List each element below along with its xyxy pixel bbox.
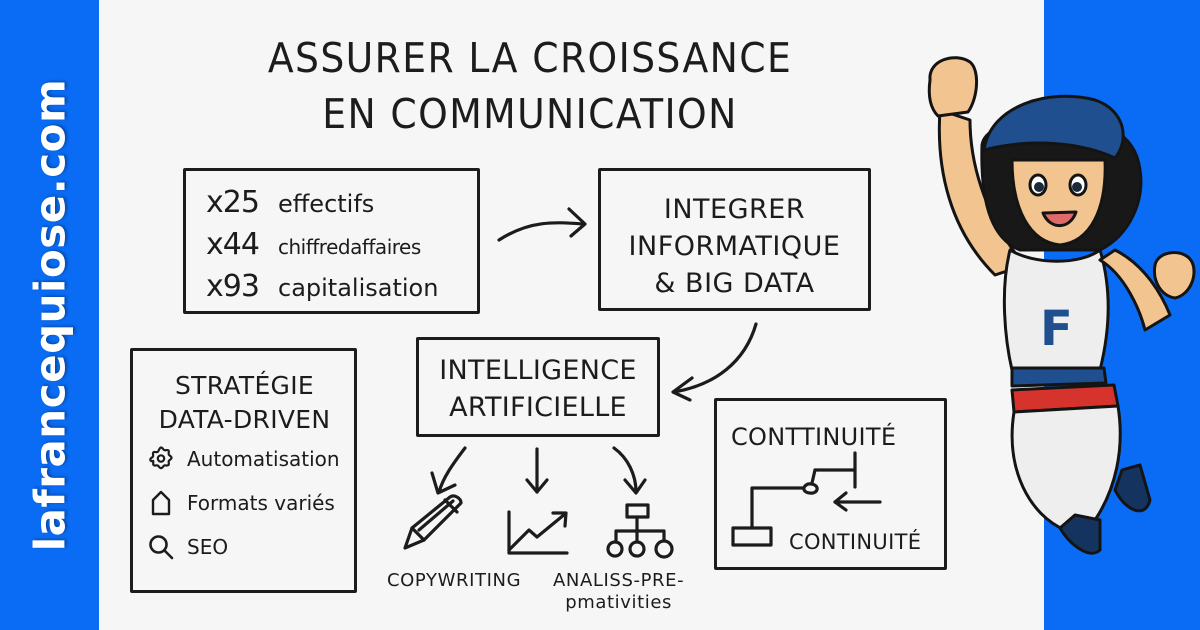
feature-label: Formats variés bbox=[187, 491, 335, 515]
analysis-label-line-2: pmativities bbox=[565, 592, 673, 613]
integrer-box: INTEGRER INFORMATIQUE & BIG DATA bbox=[598, 168, 871, 311]
gear-icon bbox=[149, 446, 173, 470]
page-title: ASSURER LA CROISSANCE EN COMMUNICATION bbox=[208, 30, 852, 142]
metric-label: effectifs bbox=[278, 190, 375, 218]
integrer-line-2: INFORMATIQUE bbox=[628, 231, 841, 262]
mascot-raised-fist bbox=[927, 56, 978, 118]
metric-effectifs: x25 effectifs bbox=[206, 185, 477, 227]
continuite-box: CONTTINUITÉ CONTINUITÉ bbox=[714, 398, 947, 570]
mascot-other-fist bbox=[1152, 251, 1196, 300]
strategie-box: STRATÉGIE DATA-DRIVEN Automatisation For… bbox=[130, 348, 357, 593]
continuite-title: CONTTINUITÉ bbox=[731, 423, 897, 451]
feature-seo: SEO bbox=[147, 525, 342, 569]
integrer-line-1: INTEGRER bbox=[663, 194, 806, 225]
mascot-boot-left bbox=[1058, 513, 1102, 555]
analysis-label: ANALISS-PRE- pmativities bbox=[553, 570, 684, 614]
feature-automatisation: Automatisation bbox=[147, 437, 342, 481]
strategie-heading-1: STRATÉGIE bbox=[175, 371, 314, 400]
metric-label: capitalisation bbox=[278, 274, 439, 302]
mascot-other-arm bbox=[1098, 248, 1172, 332]
mascot-illustration: F bbox=[927, 56, 1196, 555]
feature-label: Automatisation bbox=[187, 447, 340, 471]
continuite-subtitle: CONTINUITÉ bbox=[789, 530, 922, 554]
copywriting-label: COPYWRITING bbox=[387, 570, 522, 591]
metric-label: chiffredaffaires bbox=[278, 235, 421, 259]
feature-formats: Formats variés bbox=[147, 481, 342, 525]
ia-box: INTELLIGENCE ARTIFICIELLE bbox=[416, 337, 660, 437]
mascot-legs bbox=[1010, 404, 1122, 532]
metrics-box: x25 effectifs x44 chiffredaffaires x93 c… bbox=[183, 168, 480, 314]
ia-line-1: INTELLIGENCE bbox=[439, 355, 637, 386]
left-brand-stripe: lafrancequiose.com bbox=[0, 0, 99, 630]
metric-capitalisation: x93 capitalisation bbox=[206, 269, 477, 311]
analysis-label-line-1: ANALISS-PRE- bbox=[553, 570, 685, 591]
feature-label: SEO bbox=[187, 535, 229, 559]
mascot-beret bbox=[982, 94, 1125, 160]
whiteboard-canvas bbox=[99, 0, 1044, 630]
title-line-2: EN COMMUNICATION bbox=[322, 90, 738, 138]
search-icon bbox=[149, 535, 174, 560]
ia-line-2: ARTIFICIELLE bbox=[449, 392, 627, 423]
site-name: lafrancequiose.com bbox=[25, 78, 75, 552]
integrer-line-3: & BIG DATA bbox=[654, 268, 815, 299]
mascot-boot-right bbox=[1113, 463, 1152, 513]
mascot-mouth bbox=[1041, 210, 1078, 228]
mascot-blue-stripe bbox=[1010, 366, 1108, 388]
metric-chiffre-affaires: x44 chiffredaffaires bbox=[206, 227, 477, 269]
strategie-heading-2: DATA-DRIVEN bbox=[158, 405, 331, 434]
metric-multiplier: x25 bbox=[206, 185, 260, 220]
metric-multiplier: x93 bbox=[206, 269, 260, 304]
mascot-shirt-letter: F bbox=[1040, 301, 1073, 357]
pentagon-icon bbox=[151, 490, 171, 516]
title-line-1: ASSURER LA CROISSANCE bbox=[267, 34, 793, 82]
mascot-tank-top bbox=[1002, 248, 1110, 372]
metric-multiplier: x44 bbox=[206, 227, 260, 262]
